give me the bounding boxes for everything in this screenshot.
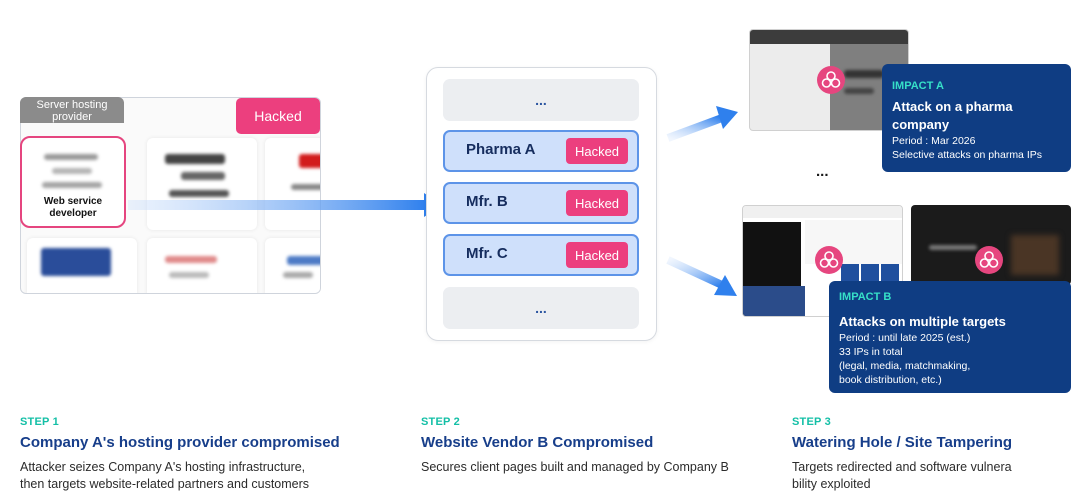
impact-a-tag: IMPACT A bbox=[892, 80, 944, 92]
blurred-site-tile bbox=[27, 238, 137, 293]
step-3-desc-line: bility exploited bbox=[792, 477, 871, 491]
step-2-desc-line: Secures client pages built and managed b… bbox=[421, 460, 729, 474]
impact-b-line: 33 IPs in total bbox=[839, 346, 903, 358]
impact-b-box: IMPACT B Attacks on multiple targets Per… bbox=[829, 281, 1071, 393]
vendor-row-label: Pharma A bbox=[466, 141, 536, 158]
web-service-developer-tile bbox=[20, 136, 126, 228]
vendor-list-placeholder-bottom: ... bbox=[443, 287, 639, 329]
blurred-site-tile bbox=[147, 138, 257, 230]
impact-b-tag: IMPACT B bbox=[839, 291, 892, 303]
arrow-provider-to-vendor bbox=[128, 193, 442, 217]
step-1-label: STEP 1 bbox=[20, 416, 59, 428]
impact-b-line: book distribution, etc.) bbox=[839, 374, 942, 386]
impact-b-line: Period : until late 2025 (est.) bbox=[839, 332, 971, 344]
blurred-site-tile bbox=[265, 238, 320, 293]
impact-a-line: Period : Mar 2026 bbox=[892, 135, 976, 147]
step-2-description: Secures client pages built and managed b… bbox=[421, 459, 729, 476]
impact-b-line: (legal, media, matchmaking, bbox=[839, 360, 971, 372]
vendor-row-label: Mfr. C bbox=[466, 245, 508, 262]
impact-b-title: Attacks on multiple targets bbox=[839, 314, 1006, 329]
impact-a-title: Attack on a pharma company bbox=[892, 99, 1013, 132]
hacked-badge: Hacked bbox=[566, 138, 628, 164]
more-targets-ellipsis: ... bbox=[816, 163, 829, 180]
malware-logo-icon bbox=[815, 246, 843, 274]
blurred-site-tile bbox=[147, 238, 257, 293]
blurred-site-tile bbox=[265, 138, 320, 230]
arrow-vendor-to-impact-b bbox=[666, 256, 737, 296]
step-1-title: Company A's hosting provider compromised bbox=[20, 434, 340, 451]
step-1-desc-line: Attacker seizes Company A's hosting infr… bbox=[20, 460, 306, 474]
vendor-row-mfr-b: Mfr. B Hacked bbox=[443, 182, 639, 224]
hacked-badge: Hacked bbox=[236, 98, 320, 134]
hacked-badge: Hacked bbox=[566, 190, 628, 216]
step-1-description: Attacker seizes Company A's hosting infr… bbox=[20, 459, 309, 493]
step-2-label: STEP 2 bbox=[421, 416, 460, 428]
step-2-title: Website Vendor B Compromised bbox=[421, 434, 654, 451]
step-3-label: STEP 3 bbox=[792, 416, 831, 428]
web-service-developer-label: Web service developer bbox=[43, 196, 103, 219]
impact-a-line: Selective attacks on pharma IPs bbox=[892, 149, 1042, 161]
server-hosting-provider-label: Server hosting provider bbox=[36, 99, 108, 123]
arrow-vendor-to-impact-a bbox=[666, 106, 738, 142]
vendor-list-placeholder-top: ... bbox=[443, 79, 639, 121]
vendor-row-label: Mfr. B bbox=[466, 193, 508, 210]
step-3-description: Targets redirected and software vulnera … bbox=[792, 459, 1012, 493]
step-3-desc-line: Targets redirected and software vulnera bbox=[792, 460, 1012, 474]
vendor-row-pharma-a: Pharma A Hacked bbox=[443, 130, 639, 172]
server-hosting-provider-tag: Server hosting provider bbox=[20, 97, 124, 123]
malware-logo-icon bbox=[975, 246, 1003, 274]
step-3-title: Watering Hole / Site Tampering bbox=[792, 434, 1013, 451]
malware-logo-icon bbox=[817, 66, 845, 94]
step-1-desc-line: then targets website-related partners an… bbox=[20, 477, 310, 491]
hacked-badge: Hacked bbox=[566, 242, 628, 268]
impact-a-box: IMPACT A Attack on a pharma company Peri… bbox=[882, 64, 1071, 172]
vendor-row-mfr-c: Mfr. C Hacked bbox=[443, 234, 639, 276]
